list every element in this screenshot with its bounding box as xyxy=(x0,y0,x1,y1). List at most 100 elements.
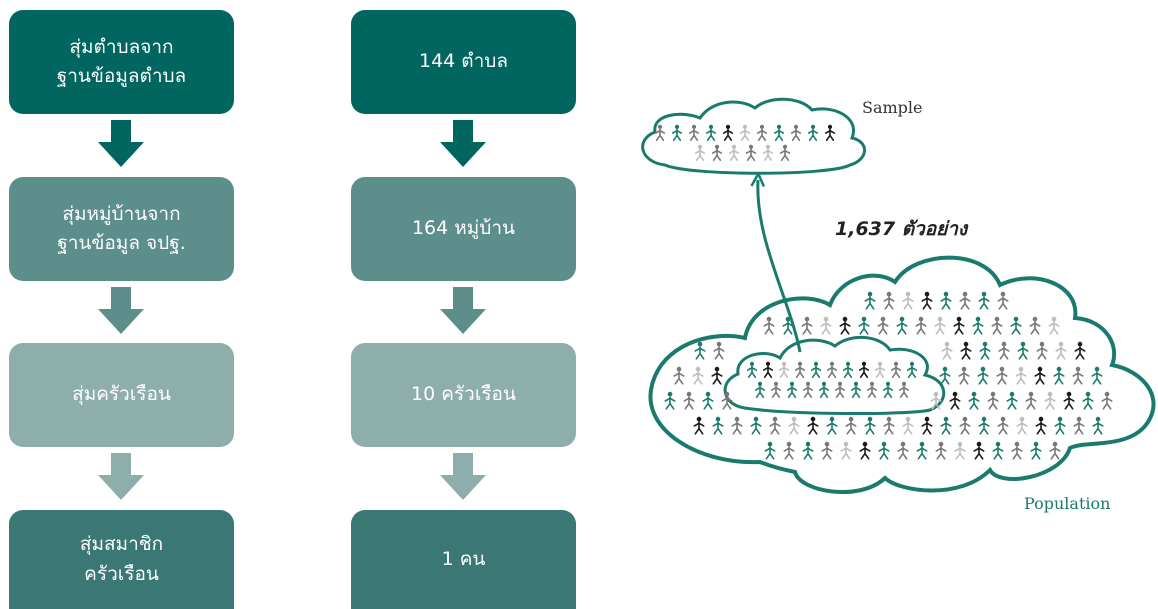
person-icon xyxy=(1082,391,1094,410)
person-icon xyxy=(692,366,704,385)
person-icon xyxy=(1034,366,1046,385)
person-icon xyxy=(953,316,965,335)
person-icon xyxy=(1054,416,1066,435)
person-icon xyxy=(845,416,857,435)
person-icon xyxy=(688,124,700,141)
person-icon xyxy=(941,341,953,360)
person-icon xyxy=(794,361,806,378)
person-icon xyxy=(958,366,970,385)
person-icon xyxy=(877,316,889,335)
person-icon xyxy=(1030,441,1042,460)
person-icon xyxy=(673,366,685,385)
step-result-value: 144 ตำบล xyxy=(418,50,509,73)
person-icon xyxy=(788,416,800,435)
person-icon xyxy=(1006,391,1018,410)
person-icon xyxy=(762,144,774,161)
person-icon xyxy=(786,381,798,398)
person-icon xyxy=(746,361,758,378)
person-icon xyxy=(839,316,851,335)
person-icon xyxy=(834,381,846,398)
person-icon xyxy=(770,381,782,398)
person-icon xyxy=(683,391,695,410)
person-icon xyxy=(859,441,871,460)
person-icon xyxy=(959,291,971,310)
person-icon xyxy=(921,291,933,310)
person-icon xyxy=(973,441,985,460)
step-method-line: ฐานข้อมูล จปฐ. xyxy=(57,232,186,254)
arrow-down-icon xyxy=(98,287,144,334)
person-icon xyxy=(820,316,832,335)
person-icon xyxy=(906,361,918,378)
person-icon xyxy=(711,366,723,385)
person-icon xyxy=(779,144,791,161)
person-icon xyxy=(807,124,819,141)
person-icon xyxy=(1091,366,1103,385)
person-icon xyxy=(935,441,947,460)
step-result-box-3: 10 ครัวเรือน xyxy=(351,343,576,447)
step-result-value: 10 ครัวเรือน xyxy=(411,383,516,406)
person-icon xyxy=(1063,391,1075,410)
step-method-line: ครัวเรือน xyxy=(84,562,159,585)
person-icon xyxy=(915,316,927,335)
person-icon xyxy=(972,316,984,335)
person-icon xyxy=(934,316,946,335)
person-icon xyxy=(883,291,895,310)
person-icon xyxy=(896,316,908,335)
person-icon xyxy=(840,441,852,460)
person-icon xyxy=(671,124,683,141)
person-icon xyxy=(1017,341,1029,360)
step-result-box-1: 144 ตำบล xyxy=(351,10,576,114)
person-icon xyxy=(878,441,890,460)
person-icon xyxy=(762,361,774,378)
person-icon xyxy=(959,416,971,435)
person-icon xyxy=(1035,416,1047,435)
person-icon xyxy=(850,381,862,398)
person-icon xyxy=(778,361,790,378)
person-icon xyxy=(992,441,1004,460)
person-icon xyxy=(810,361,822,378)
person-icon xyxy=(916,441,928,460)
person-icon xyxy=(801,316,813,335)
person-icon xyxy=(987,391,999,410)
person-icon xyxy=(807,416,819,435)
arrow-down-icon xyxy=(440,120,486,167)
person-icon xyxy=(782,316,794,335)
step-method-line: สุ่มหมู่บ้านจาก xyxy=(62,202,181,225)
person-icon xyxy=(977,366,989,385)
sample-label: Sample xyxy=(862,98,923,117)
step-method-box-1: สุ่มตำบลจาก ฐานข้อมูลตำบล xyxy=(9,10,234,114)
person-icon xyxy=(996,366,1008,385)
step-method-line: สุ่มสมาชิก xyxy=(79,533,164,556)
person-icon xyxy=(694,144,706,161)
person-icon xyxy=(731,416,743,435)
person-icon xyxy=(1072,366,1084,385)
person-icon xyxy=(1016,416,1028,435)
person-icon xyxy=(705,124,717,141)
person-icon xyxy=(1048,316,1060,335)
person-icon xyxy=(750,416,762,435)
person-icon xyxy=(866,381,878,398)
person-icon xyxy=(728,144,740,161)
step-result-box-4: 1 คน xyxy=(351,510,576,609)
person-icon xyxy=(802,381,814,398)
person-icon xyxy=(998,341,1010,360)
person-icon xyxy=(921,416,933,435)
person-icon xyxy=(826,416,838,435)
person-icon xyxy=(1036,341,1048,360)
person-icon xyxy=(722,124,734,141)
person-icon xyxy=(1092,416,1104,435)
arrow-down-icon xyxy=(98,453,144,500)
person-icon xyxy=(960,341,972,360)
person-icon xyxy=(802,441,814,460)
sample-cloud-icon xyxy=(641,97,866,175)
person-icon xyxy=(773,124,785,141)
step-method-box-3: สุ่มครัวเรือน xyxy=(9,343,234,447)
person-icon xyxy=(1025,391,1037,410)
person-icon xyxy=(842,361,854,378)
arrow-down-icon xyxy=(440,453,486,500)
step-method-line: สุ่มครัวเรือน xyxy=(72,383,171,406)
person-icon xyxy=(978,291,990,310)
person-icon xyxy=(930,391,942,410)
person-icon xyxy=(949,391,961,410)
person-icon xyxy=(864,416,876,435)
